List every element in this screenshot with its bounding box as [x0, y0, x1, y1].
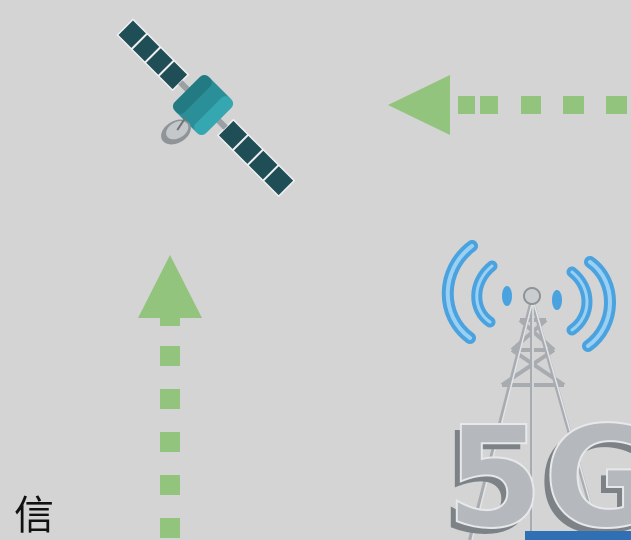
accent-bar: [525, 531, 631, 540]
tower-antenna-tip: [524, 288, 540, 304]
arrow-head-left: [388, 75, 450, 135]
signal-arrow-horizontal: [388, 75, 627, 135]
cell-tower-icon: 5G 5G: [440, 246, 631, 540]
satellite-icon: [108, 10, 303, 205]
satellite-solar-panel-left: [117, 19, 188, 90]
corner-character: 信: [14, 492, 54, 540]
signal-arrow-vertical: [138, 255, 202, 538]
arrow-head-up: [138, 255, 202, 318]
satellite-solar-panel-right: [218, 120, 294, 196]
5g-badge-text: 5G: [446, 397, 631, 540]
5g-badge-icon: 5G 5G: [440, 397, 631, 540]
